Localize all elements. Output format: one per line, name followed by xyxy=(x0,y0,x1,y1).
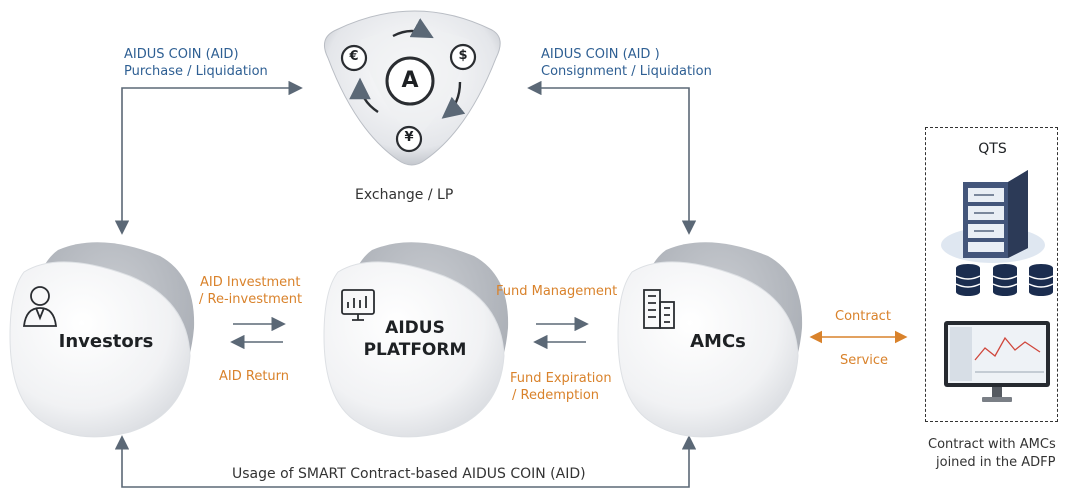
left-top-label-line1: AIDUS COIN (AID) xyxy=(124,47,239,62)
qts-caption-line1: Contract with AMCs xyxy=(928,437,1056,452)
building-icon xyxy=(643,289,675,329)
swap-arrows-platform-amcs xyxy=(533,316,589,350)
contract-label: Contract xyxy=(835,309,891,324)
cycle-arrow-top xyxy=(392,18,434,39)
euro-icon: € xyxy=(349,49,359,64)
aid-investment-label: AID Investment xyxy=(200,275,301,290)
right-top-label-line2: Consignment / Liquidation xyxy=(541,64,712,79)
bottom-usage-label: Usage of SMART Contract-based AIDUS COIN… xyxy=(232,466,586,482)
platform-monitor-icon xyxy=(341,289,375,321)
platform-title-line1: AIDUS xyxy=(385,318,445,338)
aid-return-label: AID Return xyxy=(219,369,290,384)
qts-box xyxy=(925,127,1058,422)
exchange-lp-label: Exchange / LP xyxy=(355,187,454,203)
investor-icon xyxy=(22,286,58,327)
investors-node xyxy=(9,242,195,438)
arrow-investors-exchange xyxy=(114,80,303,235)
fund-expiration-label: Fund Expiration xyxy=(510,371,612,386)
qts-title: QTS xyxy=(978,141,1007,157)
left-top-label-line2: Purchase / Liquidation xyxy=(124,64,268,79)
server-rack-icon xyxy=(941,170,1045,263)
cycle-arrow-right xyxy=(441,81,466,119)
redemption-label: / Redemption xyxy=(512,388,600,403)
qts-caption-line2: joined in the ADFP xyxy=(936,455,1056,470)
arrow-exchange-amcs xyxy=(527,80,697,235)
exchange-lp-node xyxy=(323,10,501,166)
platform-node xyxy=(323,242,509,438)
amcs-title: AMCs xyxy=(690,331,746,352)
dollar-icon: $ xyxy=(458,48,468,63)
yen-icon: ¥ xyxy=(404,130,414,145)
arrow-bottom-loop xyxy=(114,435,697,488)
right-top-label-line1: AIDUS COIN (AID ) xyxy=(541,47,660,62)
database-icons xyxy=(955,264,1054,296)
service-label: Service xyxy=(840,353,889,368)
trading-monitor-icon xyxy=(944,321,1050,402)
exchange-center-letter: A xyxy=(401,68,419,93)
investors-title: Investors xyxy=(58,331,154,352)
fund-management-label: Fund Management xyxy=(496,284,618,299)
amcs-node xyxy=(617,242,803,438)
swap-arrows-investors-platform xyxy=(230,316,286,350)
cycle-arrow-left xyxy=(349,77,379,113)
reinvestment-label: / Re-investment xyxy=(199,292,303,307)
platform-title-line2: PLATFORM xyxy=(363,340,467,360)
